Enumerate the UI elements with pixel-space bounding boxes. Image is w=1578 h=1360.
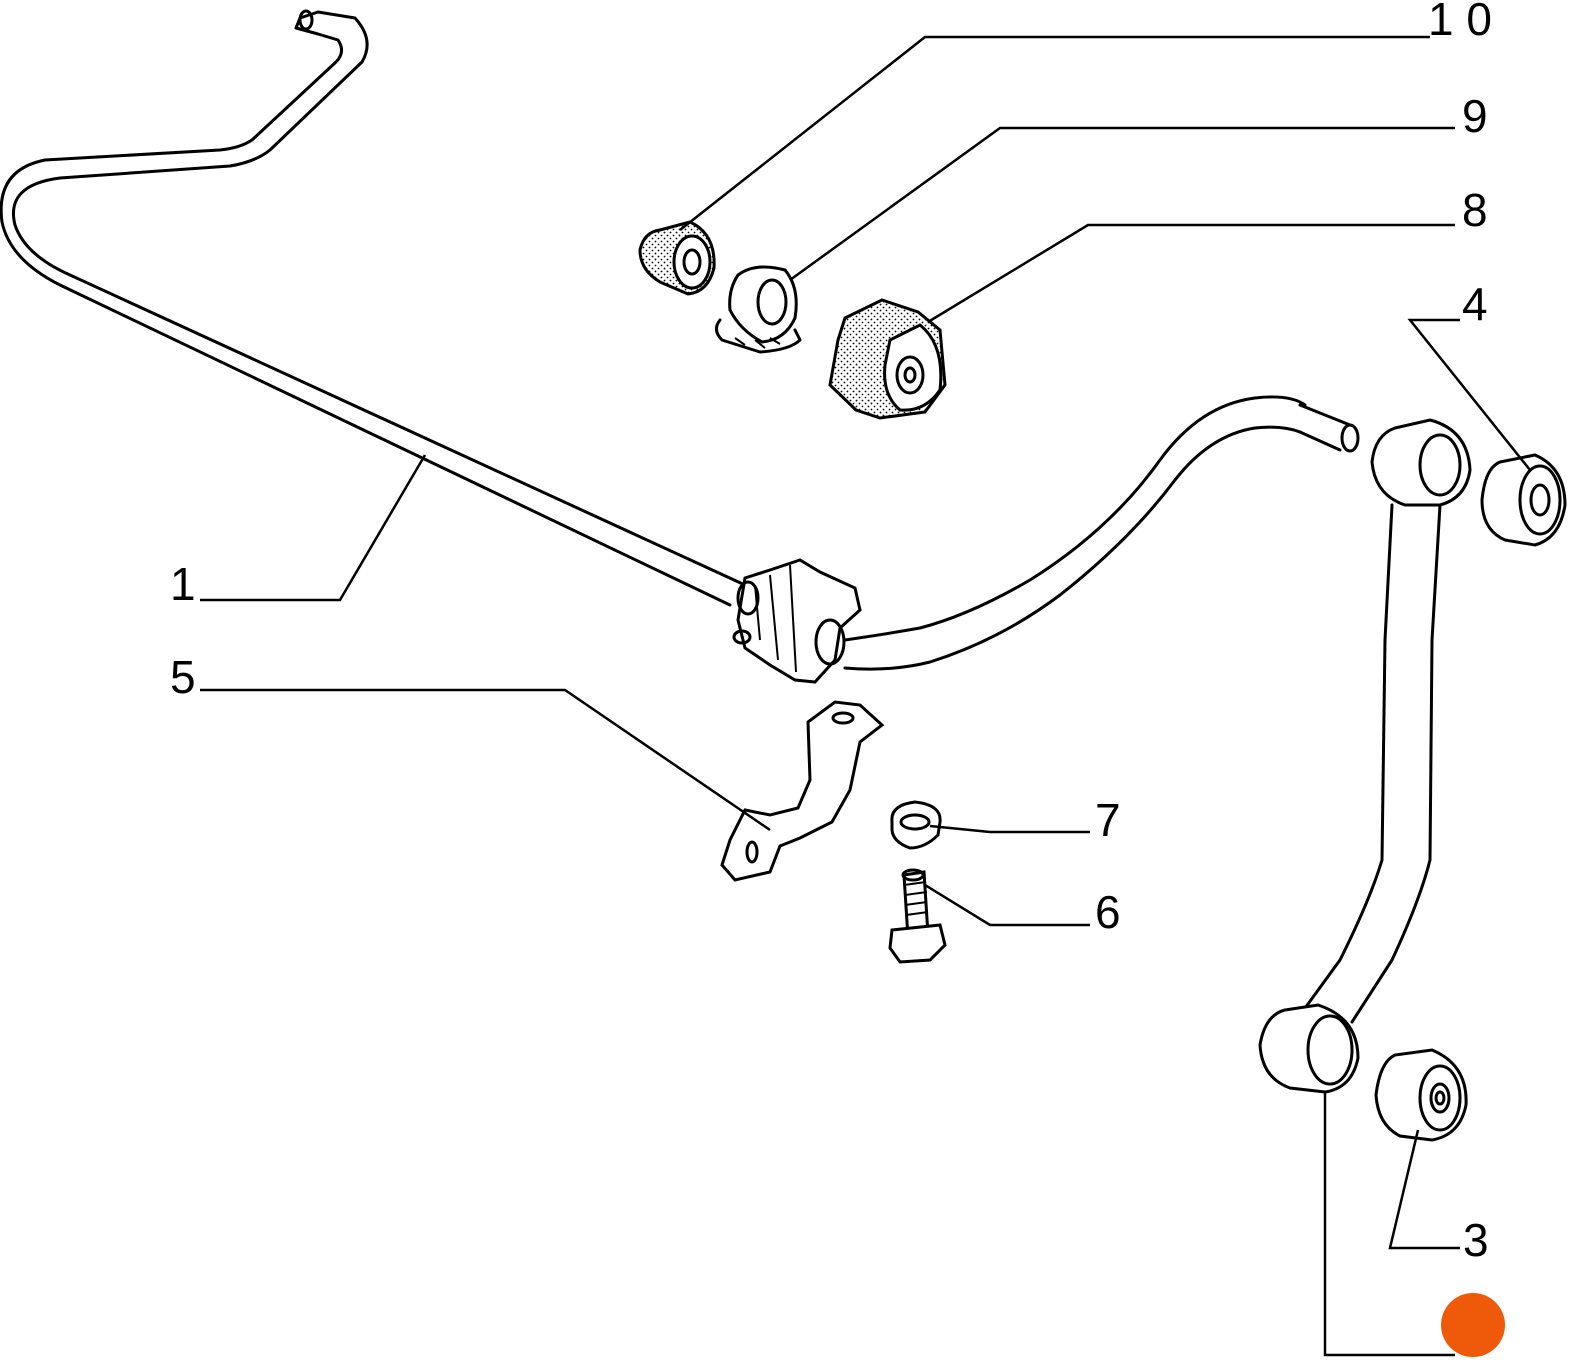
part-8-bushing-block bbox=[828, 298, 947, 420]
part-3-bushing bbox=[1374, 1048, 1468, 1142]
callout-label: 4 bbox=[1462, 278, 1488, 330]
callout-label: 1 bbox=[170, 558, 196, 610]
part-10-bushing bbox=[638, 220, 716, 296]
callout-label: 7 bbox=[1095, 794, 1121, 846]
callout-label: 9 bbox=[1462, 90, 1488, 142]
callout-label: 5 bbox=[170, 651, 196, 703]
part-6-bolt bbox=[888, 868, 947, 964]
drop-link bbox=[1258, 418, 1472, 1094]
mounted-bushing-assembly bbox=[732, 558, 862, 684]
stabilizer-bar bbox=[0, 9, 1360, 671]
part-5-bracket bbox=[720, 700, 885, 882]
callout-label: 8 bbox=[1462, 184, 1488, 236]
part-7-washer bbox=[890, 800, 942, 850]
leader-lines bbox=[200, 35, 1531, 1357]
part-9-clamp bbox=[715, 265, 802, 354]
callout-label: 6 bbox=[1095, 886, 1121, 938]
callout-labels: 1 0 9 8 4 1 5 7 6 3 bbox=[170, 0, 1492, 1266]
part-4-bushing bbox=[1480, 453, 1567, 547]
callout-label: 3 bbox=[1463, 1214, 1489, 1266]
orange-marker-dot bbox=[1441, 1293, 1505, 1357]
callout-label: 1 0 bbox=[1428, 0, 1492, 45]
